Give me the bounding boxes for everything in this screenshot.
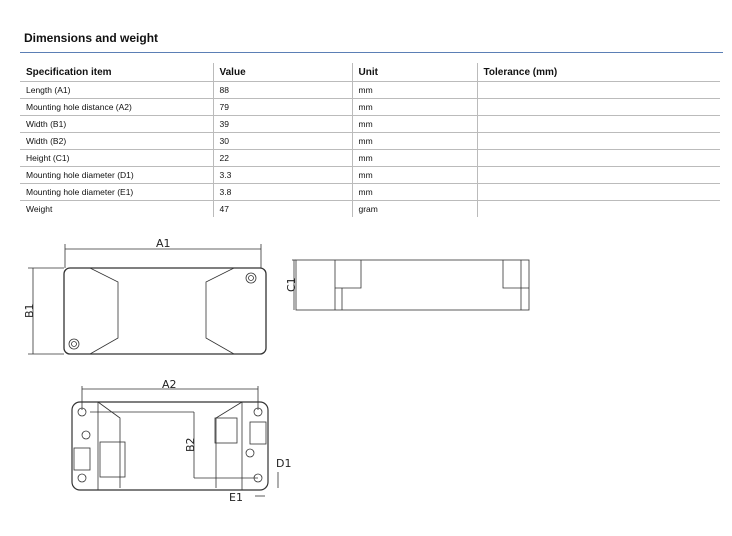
cell-tolerance xyxy=(476,115,720,133)
cell-value: 3.8 xyxy=(212,183,352,201)
cell-spec-item: Mounting hole distance (A2) xyxy=(20,98,213,116)
cell-spec-item: Length (A1) xyxy=(20,81,213,99)
cell-unit: mm xyxy=(351,166,477,184)
title-divider xyxy=(20,52,723,53)
cell-unit: gram xyxy=(351,200,477,217)
cell-value: 3.3 xyxy=(212,166,352,184)
label-c1: C1 xyxy=(285,277,298,292)
cell-tolerance xyxy=(476,200,720,217)
label-b2: B2 xyxy=(184,437,197,452)
cell-spec-item: Height (C1) xyxy=(20,149,213,167)
cell-tolerance xyxy=(476,183,720,201)
cell-value: 22 xyxy=(212,149,352,167)
cell-unit: mm xyxy=(351,115,477,133)
header-unit: Unit xyxy=(351,63,477,82)
spec-table: Specification item Value Unit Tolerance … xyxy=(20,63,720,217)
side-view-drawing: C1 xyxy=(285,259,530,311)
cell-unit: mm xyxy=(351,98,477,116)
label-a1: A1 xyxy=(156,237,171,250)
cell-value: 79 xyxy=(212,98,352,116)
label-d1: D1 xyxy=(276,457,291,470)
cell-spec-item: Width (B1) xyxy=(20,115,213,133)
bottom-view-drawing: A2 B2 D1 E1 xyxy=(71,378,291,504)
header-value: Value xyxy=(212,63,352,82)
header-tolerance: Tolerance (mm) xyxy=(476,63,720,82)
cell-value: 88 xyxy=(212,81,352,99)
label-a2: A2 xyxy=(162,378,177,391)
label-b1: B1 xyxy=(23,303,36,318)
cell-value: 30 xyxy=(212,132,352,150)
header-spec-item: Specification item xyxy=(20,63,213,82)
cell-tolerance xyxy=(476,149,720,167)
cell-unit: mm xyxy=(351,183,477,201)
top-view-drawing: A1 B1 xyxy=(23,237,267,355)
cell-spec-item: Weight xyxy=(26,204,53,214)
cell-spec-item: Mounting hole diameter (E1) xyxy=(20,183,213,201)
cell-value: 47 xyxy=(212,200,352,217)
cell-unit: mm xyxy=(351,81,477,99)
cell-tolerance xyxy=(476,132,720,150)
cell-spec-item: Width (B2) xyxy=(20,132,213,150)
cell-tolerance xyxy=(476,98,720,116)
label-e1: E1 xyxy=(229,491,243,504)
section-title: Dimensions and weight xyxy=(24,31,159,45)
table-header-row: Specification item Value Unit Tolerance … xyxy=(20,63,720,82)
cell-value: 39 xyxy=(212,115,352,133)
cell-tolerance xyxy=(476,166,720,184)
cell-unit: mm xyxy=(351,132,477,150)
cell-unit: mm xyxy=(351,149,477,167)
cell-tolerance xyxy=(476,81,720,99)
cell-spec-item: Mounting hole diameter (D1) xyxy=(20,166,213,184)
